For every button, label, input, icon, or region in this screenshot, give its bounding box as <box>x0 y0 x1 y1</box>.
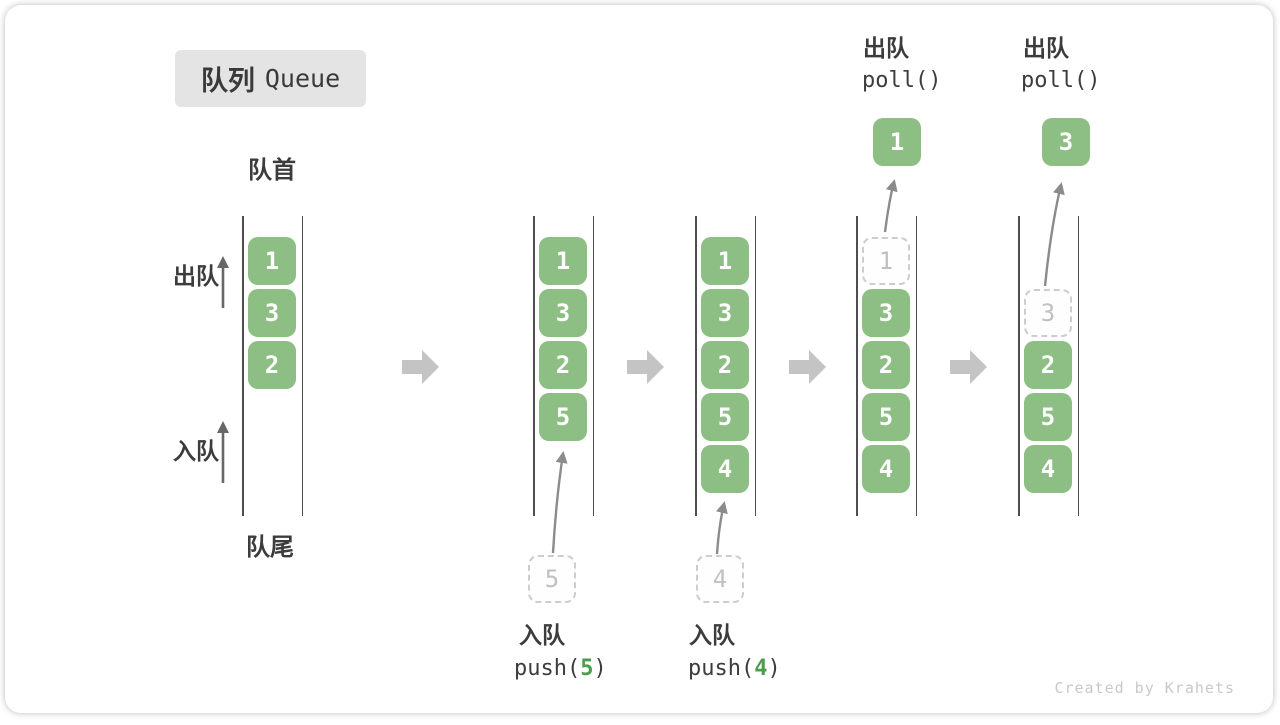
queue-cell: 4 <box>862 445 910 493</box>
queue-front-label: 队首 <box>248 157 296 184</box>
enqueue-action-label: 入队 <box>519 622 565 648</box>
queue-cell: 1 <box>248 237 296 285</box>
queue-cell: 3 <box>701 289 749 337</box>
arrows-layer <box>217 179 1065 555</box>
queue-wall-right <box>915 216 917 516</box>
dequeued-value-cell: 3 <box>1042 118 1090 166</box>
pending-value-cell: 5 <box>528 555 576 603</box>
queue-cell: 1 <box>701 237 749 285</box>
queue-cell: 5 <box>862 393 910 441</box>
code-arg: 4 <box>754 656 768 681</box>
queue-wall-right <box>592 216 594 516</box>
watermark: Created by Krahets <box>1054 679 1235 697</box>
queue-cell: 2 <box>701 341 749 389</box>
queue-wall-right <box>301 216 303 516</box>
queue-cell: 3 <box>248 289 296 337</box>
stage-push-4: 1 3 2 5 4 4 入队 push(4) <box>688 5 781 725</box>
code-text: push( <box>514 656 581 681</box>
queue-cell: 2 <box>1024 341 1072 389</box>
queue-wall-left <box>695 216 697 516</box>
stage-initial: 1 3 2 <box>242 5 303 725</box>
stage-poll-3: 出队 poll() 3 3 2 5 4 <box>1018 5 1100 725</box>
queue-cell: 4 <box>1024 445 1072 493</box>
dequeue-action-label: 出队 <box>863 35 909 61</box>
dequeued-value-cell: 1 <box>873 118 921 166</box>
diagram-card: 队列 Queue 队首 队尾 出队 入队 1 3 2 1 3 2 5 5 入队 … <box>5 5 1273 713</box>
code-text: ) <box>767 656 781 681</box>
dequeue-side-label: 出队 <box>173 263 219 289</box>
poll-code-label: poll() <box>1021 68 1101 93</box>
stage-poll-1: 出队 poll() 1 1 3 2 5 4 <box>856 5 941 725</box>
ghost-cell: 1 <box>862 237 910 285</box>
code-arg: 5 <box>580 656 594 681</box>
queue-wall-left <box>1018 216 1020 516</box>
queue-cell: 4 <box>701 445 749 493</box>
flow-arrow-icon <box>627 350 664 384</box>
queue-wall-right <box>1077 216 1079 516</box>
ghost-cell: 3 <box>1024 289 1072 337</box>
title-zh: 队列 <box>200 66 255 96</box>
queue-cell: 2 <box>248 341 296 389</box>
flow-arrow-icon <box>950 350 987 384</box>
queue-cell: 3 <box>862 289 910 337</box>
flow-arrow-icon <box>789 350 826 384</box>
queue-cell: 2 <box>539 341 587 389</box>
code-text: ) <box>593 656 607 681</box>
queue-wall-left <box>533 216 535 516</box>
queue-cell: 5 <box>539 393 587 441</box>
queue-rear-label: 队尾 <box>246 534 294 561</box>
push-code-label: push(4) <box>688 656 781 682</box>
pending-value-cell: 4 <box>696 555 744 603</box>
queue-wall-right <box>754 216 756 516</box>
poll-code-label: poll() <box>862 68 942 93</box>
queue-wall-left <box>242 216 244 516</box>
stage-push-5: 1 3 2 5 5 入队 push(5) <box>514 5 607 725</box>
enqueue-side-label: 入队 <box>173 438 219 464</box>
push-code-label: push(5) <box>514 656 607 682</box>
dequeue-action-label: 出队 <box>1023 35 1069 61</box>
code-text: push( <box>688 656 755 681</box>
queue-cell: 5 <box>1024 393 1072 441</box>
queue-cell: 2 <box>862 341 910 389</box>
flow-arrow-icon <box>402 350 439 384</box>
queue-cell: 1 <box>539 237 587 285</box>
title-box: 队列 Queue <box>175 50 366 107</box>
queue-wall-left <box>856 216 858 516</box>
queue-cell: 5 <box>701 393 749 441</box>
title-en: Queue <box>264 64 341 93</box>
queue-cell: 3 <box>539 289 587 337</box>
enqueue-action-label: 入队 <box>689 622 735 648</box>
